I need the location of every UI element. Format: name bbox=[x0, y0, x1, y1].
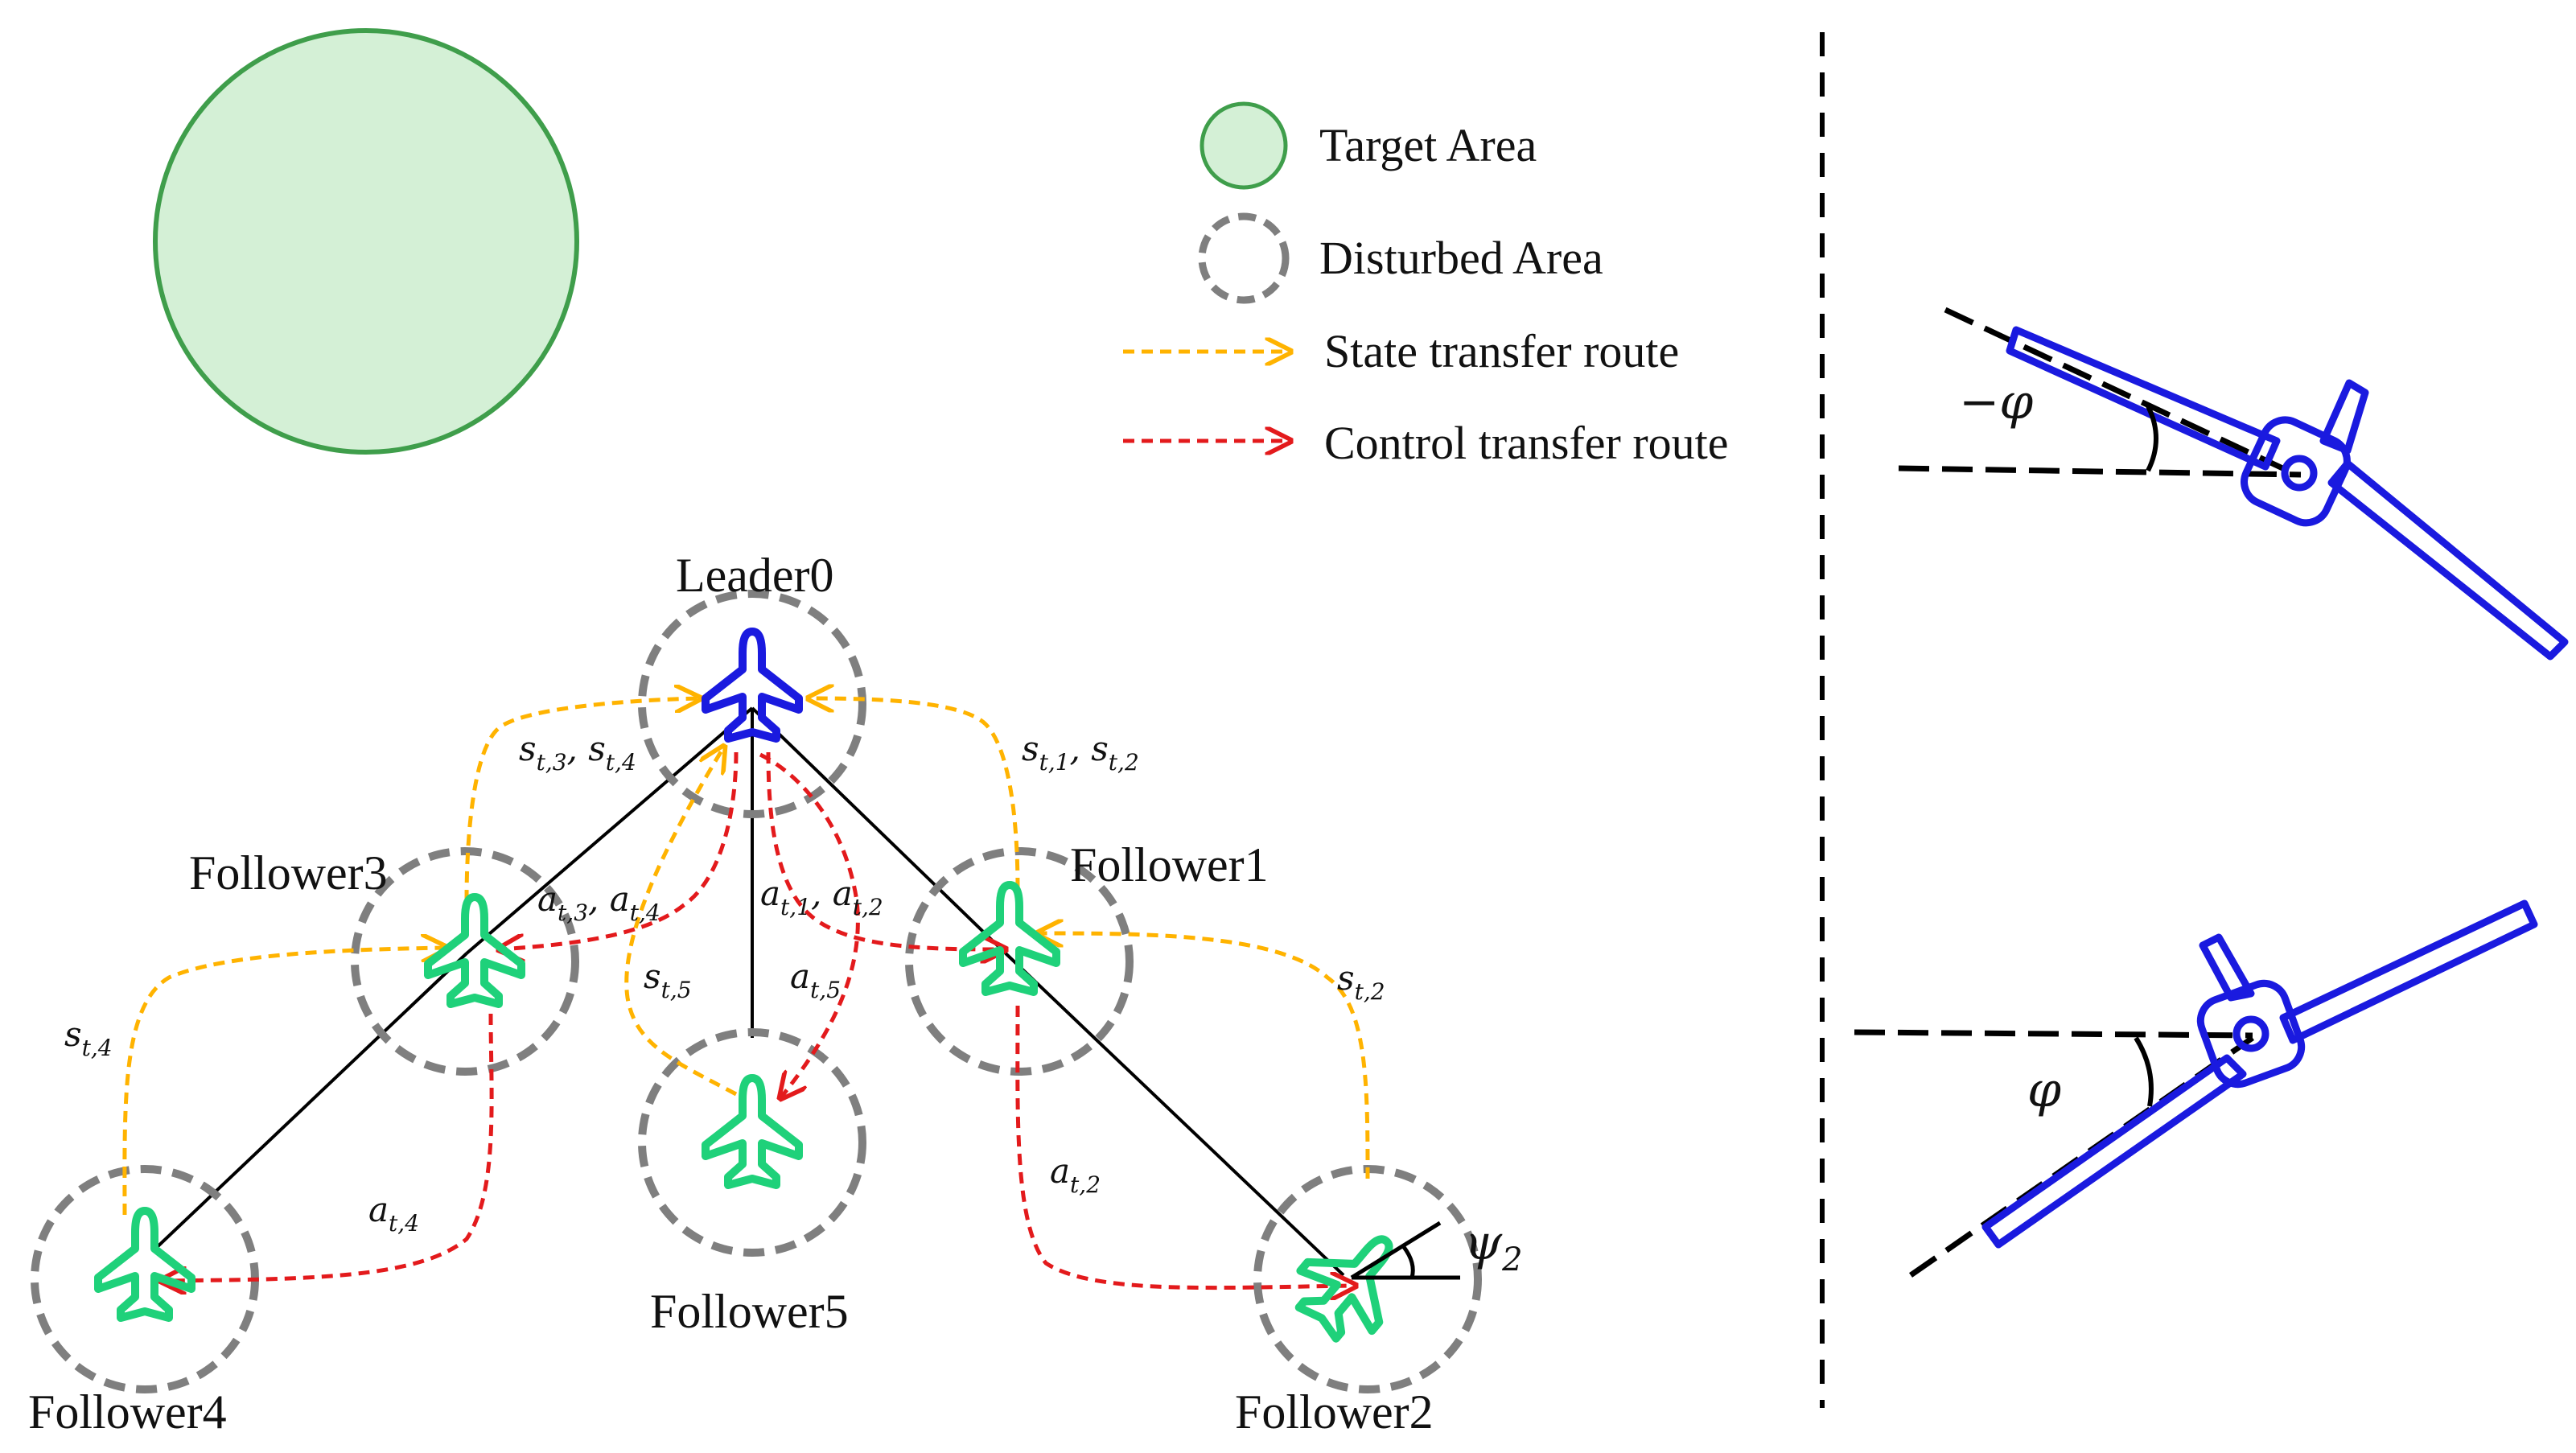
disturbed-area-follower4 bbox=[31, 1165, 259, 1393]
control-routes bbox=[161, 751, 1356, 1288]
bottom-reference-line bbox=[1854, 1029, 2253, 1039]
control-route-leader-f5 bbox=[759, 752, 860, 1098]
bottom-heading-line bbox=[1909, 1035, 2254, 1278]
state-route-f1-leader bbox=[809, 698, 1020, 890]
label-a2: at,2 bbox=[1050, 1151, 1101, 1198]
heading-angle-psi2 bbox=[1350, 1220, 1460, 1280]
state-routes bbox=[122, 698, 1370, 1216]
label-s4: st,4 bbox=[64, 1015, 113, 1061]
label-a5: at,5 bbox=[790, 957, 841, 1003]
label-follower4: Follower4 bbox=[28, 1385, 227, 1439]
formation-edges bbox=[151, 706, 1345, 1277]
control-route-leader-f3 bbox=[499, 751, 739, 949]
top-reference-line bbox=[1898, 465, 2302, 478]
label-follower1: Follower1 bbox=[1070, 838, 1269, 891]
legend-disturbed-icon bbox=[1198, 212, 1290, 304]
plane-follower1 bbox=[963, 885, 1056, 992]
disturbed-area-follower5 bbox=[638, 1028, 866, 1257]
label-s2: st,2 bbox=[1337, 958, 1385, 1005]
edge-follower3-follower4 bbox=[151, 952, 468, 1253]
legend-target-icon bbox=[1200, 101, 1288, 190]
target-area bbox=[153, 28, 579, 455]
label-follower2: Follower2 bbox=[1235, 1385, 1434, 1439]
label-phi: φ bbox=[2027, 1062, 2061, 1118]
plane-follower3 bbox=[428, 897, 521, 1004]
label-s34: st,3, st,4 bbox=[519, 729, 636, 776]
disturbed-area-follower3 bbox=[351, 847, 579, 1076]
bottom-angle-arc bbox=[2134, 1036, 2154, 1107]
bottom-angle-plane: φ bbox=[1854, 899, 2538, 1278]
legend: Target Area Disturbed Area State transfe… bbox=[1123, 101, 1729, 469]
label-psi2: ψ2 bbox=[1464, 1215, 1523, 1278]
state-route-f2-f1 bbox=[1038, 933, 1370, 1179]
edge-leader-follower1 bbox=[751, 706, 1007, 955]
top-angle-plane: −φ bbox=[1898, 307, 2569, 661]
legend-disturbed-label: Disturbed Area bbox=[1319, 232, 1603, 284]
control-route-leader-f1 bbox=[766, 751, 1006, 949]
legend-control-label: Control transfer route bbox=[1324, 417, 1729, 469]
plane-follower2 bbox=[1282, 1211, 1422, 1352]
label-s5: st,5 bbox=[644, 957, 692, 1003]
label-a12: at,1, at,2 bbox=[760, 874, 883, 920]
control-route-f3-f4 bbox=[161, 1013, 494, 1281]
label-a4: at,4 bbox=[368, 1190, 419, 1237]
top-heading-line bbox=[1944, 307, 2294, 476]
disturbed-area-leader bbox=[638, 590, 866, 818]
label-leader: Leader0 bbox=[676, 549, 834, 602]
edge-follower1-follower2 bbox=[1004, 952, 1345, 1277]
label-follower5: Follower5 bbox=[650, 1285, 849, 1338]
legend-target-label: Target Area bbox=[1319, 119, 1537, 171]
label-follower3: Follower3 bbox=[189, 846, 388, 899]
top-angle-arc bbox=[2146, 405, 2158, 472]
state-route-f5-leader bbox=[624, 747, 738, 1097]
label-s12: st,1, st,2 bbox=[1022, 729, 1139, 776]
control-route-f1-f2 bbox=[1015, 1005, 1356, 1288]
label-a34: at,3, at,4 bbox=[537, 879, 660, 926]
label-neg-phi: −φ bbox=[1959, 374, 2033, 430]
state-route-f4-f3 bbox=[122, 948, 446, 1216]
legend-state-label: State transfer route bbox=[1324, 325, 1679, 377]
